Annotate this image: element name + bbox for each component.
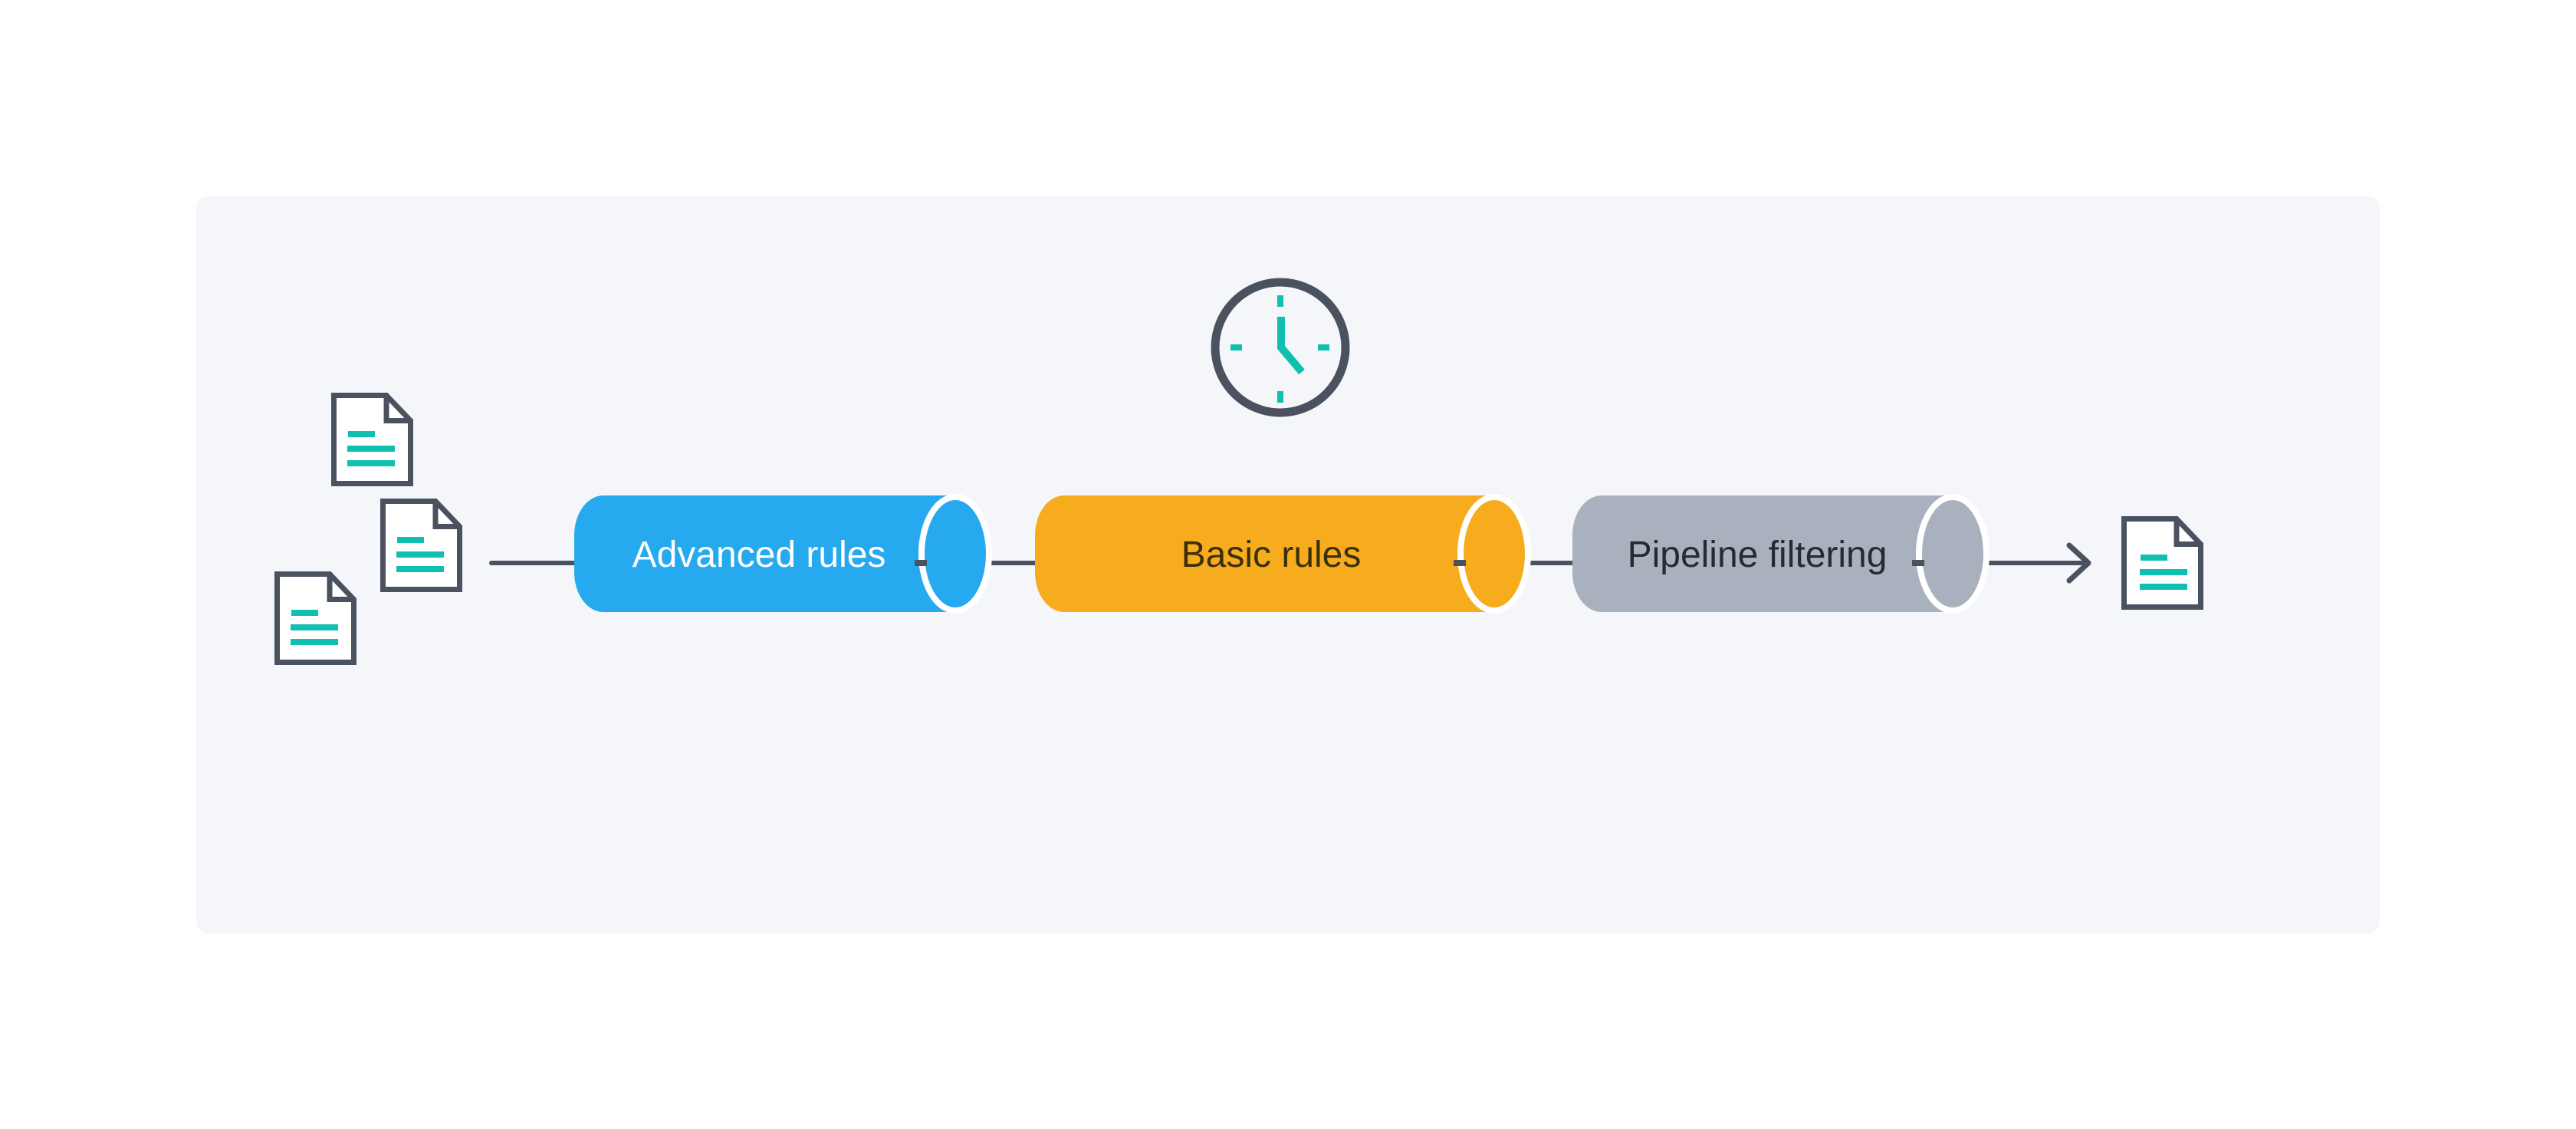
document-text-line — [2141, 555, 2167, 561]
document-icon — [274, 571, 356, 665]
document-fold — [383, 397, 409, 423]
document-fold — [432, 502, 458, 529]
stage-pipeline-filtering: Pipeline filtering — [1572, 494, 1990, 614]
clock-tick-9 — [1230, 344, 1242, 351]
cylinder-body — [1035, 495, 1494, 612]
document-text-line — [347, 446, 395, 452]
document-text-line — [291, 610, 318, 616]
document-fold — [327, 575, 353, 602]
document-icon — [331, 393, 413, 486]
input-documents — [274, 393, 462, 665]
stage-label: Pipeline filtering — [1628, 535, 1888, 575]
document-text-line — [2140, 584, 2187, 590]
clock-tick-6 — [1277, 391, 1283, 403]
document-text-line — [291, 639, 338, 645]
clock-icon — [1211, 278, 1350, 417]
document-text-line — [348, 431, 375, 437]
document-text-line — [347, 460, 395, 466]
stage-label: Advanced rules — [632, 535, 886, 575]
clock-tick-3 — [1318, 344, 1329, 351]
document-text-line — [2140, 569, 2187, 575]
arrow-right-icon — [2066, 542, 2091, 584]
document-fold — [2174, 520, 2200, 547]
cylinder-cap — [1457, 494, 1531, 614]
clock-tick-12 — [1277, 295, 1283, 307]
document-page — [274, 571, 356, 665]
document-text-line — [396, 566, 444, 572]
document-icon — [2121, 516, 2203, 610]
clock-ring — [1211, 278, 1350, 417]
stage-label: Basic rules — [1181, 535, 1362, 575]
cylinder-body — [1572, 495, 1953, 612]
document-page — [331, 393, 413, 486]
document-text-line — [291, 624, 338, 630]
stage-basic-rules: Basic rules — [1035, 494, 1531, 614]
document-page — [2121, 516, 2203, 610]
cylinder-body — [574, 495, 955, 612]
document-icon — [380, 499, 462, 592]
document-text-line — [397, 537, 424, 543]
clock-hands — [1277, 317, 1305, 375]
stage-advanced-rules: Advanced rules — [574, 494, 992, 614]
cylinder-cap — [1916, 494, 1990, 614]
document-text-line — [396, 551, 444, 558]
cylinder-cap — [918, 494, 992, 614]
document-page — [380, 499, 462, 592]
